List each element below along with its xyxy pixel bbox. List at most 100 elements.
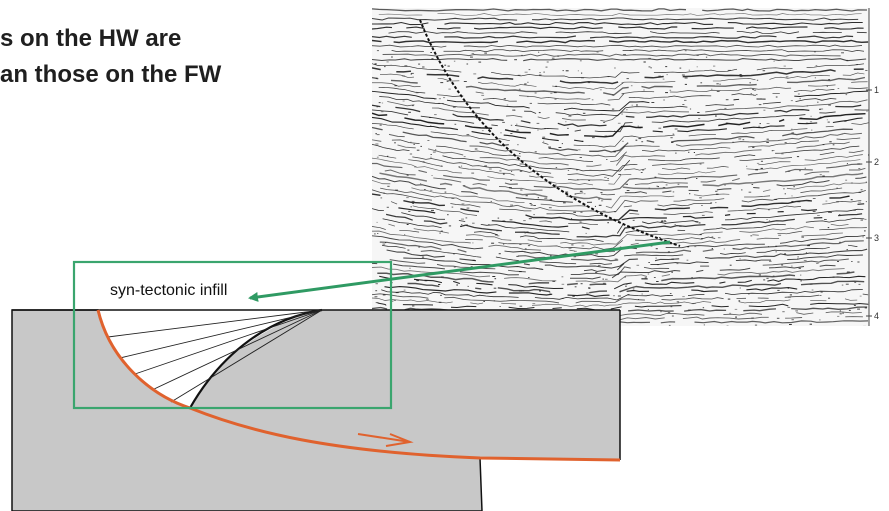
seismic-speckle: [451, 198, 455, 199]
seismic-speckle: [404, 65, 408, 67]
seismic-speckle: [734, 308, 738, 310]
seismic-reflector-line: [372, 189, 866, 217]
seismic-speckle: [592, 137, 595, 139]
seismic-speckle: [800, 280, 802, 282]
seismic-speckle: [850, 182, 853, 184]
seismic-speckle: [430, 156, 432, 158]
seismic-speckle: [751, 184, 754, 185]
seismic-reflector-line: [377, 302, 869, 311]
seismic-speckle: [432, 151, 436, 153]
seismic-speckle: [865, 181, 867, 183]
slip-direction-arrow: [357, 433, 414, 447]
seismic-reflector-line: [391, 49, 865, 53]
seismic-speckle: [756, 79, 759, 81]
seismic-speckle: [684, 77, 688, 79]
seismic-speckle: [527, 245, 531, 247]
seismic-speckle: [412, 105, 414, 107]
seismic-speckle: [395, 189, 398, 191]
cross-section-model: [11, 308, 621, 511]
seismic-speckle: [453, 60, 456, 62]
seismic-speckle: [793, 186, 795, 188]
seismic-reflector-line: [384, 167, 866, 196]
seismic-speckle: [636, 264, 640, 266]
seismic-speckle: [586, 292, 589, 294]
seismic-speckle: [816, 262, 819, 264]
seismic-speckle: [588, 287, 591, 289]
seismic-speckle: [499, 170, 502, 172]
depth-tick-label-4: 4: [874, 311, 879, 321]
seismic-speckle: [735, 316, 737, 318]
seismic-speckle: [581, 72, 583, 74]
seismic-speckle: [595, 272, 598, 273]
seismic-speckle: [452, 106, 456, 108]
seismic-speckle: [438, 98, 441, 100]
heading-line-2: an those on the FW: [0, 61, 222, 88]
seismic-speckle: [766, 219, 768, 220]
seismic-speckle: [739, 76, 743, 78]
seismic-speckle: [626, 284, 628, 285]
seismic-speckle: [438, 284, 441, 285]
seismic-speckle: [440, 230, 443, 232]
seismic-speckle: [672, 133, 675, 135]
seismic-speckle: [727, 298, 731, 300]
seismic-speckle: [521, 290, 525, 292]
seismic-speckle: [431, 175, 433, 176]
seismic-speckle: [826, 85, 828, 87]
seismic-speckle: [750, 235, 753, 237]
seismic-speckle: [753, 94, 756, 96]
seismic-speckle: [750, 93, 752, 94]
seismic-speckle: [410, 73, 412, 75]
seismic-reflector-line: [372, 67, 864, 85]
seismic-speckle: [492, 276, 496, 277]
seismic-speckle: [603, 122, 606, 123]
seismic-reflector-line: [407, 280, 865, 294]
seismic-speckle: [438, 102, 441, 104]
seismic-speckle: [612, 94, 614, 96]
seismic-speckle: [528, 69, 531, 71]
seismic-speckle: [787, 306, 791, 308]
seismic-speckle: [621, 140, 624, 142]
seismic-speckle: [416, 280, 419, 282]
seismic-reflector-line: [403, 254, 863, 272]
seismic-speckle: [857, 163, 861, 165]
seismic-speckle: [474, 148, 478, 150]
seismic-speckle: [602, 210, 606, 212]
seismic-speckle: [502, 121, 505, 123]
seismic-speckle: [538, 51, 540, 53]
seismic-speckle: [715, 115, 717, 117]
seismic-speckle: [825, 200, 828, 202]
seismic-speckle: [519, 170, 523, 172]
infill-highlight-box: [72, 260, 393, 410]
seismic-speckle: [766, 141, 769, 143]
seismic-speckle: [462, 185, 466, 187]
seismic-speckle: [772, 150, 775, 151]
seismic-speckle: [520, 189, 523, 191]
seismic-speckle: [760, 167, 763, 169]
seismic-speckle: [762, 70, 766, 72]
seismic-reflector-line: [391, 137, 861, 163]
seismic-speckle: [767, 246, 769, 248]
seismic-speckle: [476, 117, 479, 119]
seismic-speckle: [772, 275, 775, 277]
seismic-speckle: [431, 58, 434, 60]
seismic-speckle: [674, 224, 676, 226]
seismic-speckle: [848, 309, 851, 311]
seismic-speckle: [561, 143, 563, 145]
seismic-speckle: [632, 219, 635, 221]
seismic-reflector-line: [372, 144, 860, 172]
seismic-speckle: [493, 300, 496, 302]
seismic-reflector-line: [372, 208, 864, 234]
seismic-speckle: [539, 290, 541, 292]
seismic-speckle: [571, 244, 574, 246]
seismic-speckle: [763, 109, 766, 111]
seismic-speckle: [376, 221, 378, 223]
seismic-speckle: [812, 198, 816, 199]
seismic-speckle: [426, 298, 429, 300]
seismic-speckle: [644, 277, 647, 279]
seismic-speckle: [809, 283, 813, 285]
seismic-speckle: [695, 221, 699, 223]
seismic-speckle: [624, 276, 626, 278]
seismic-speckle: [640, 172, 643, 173]
seismic-speckle: [537, 197, 539, 199]
seismic-speckle: [858, 201, 862, 203]
